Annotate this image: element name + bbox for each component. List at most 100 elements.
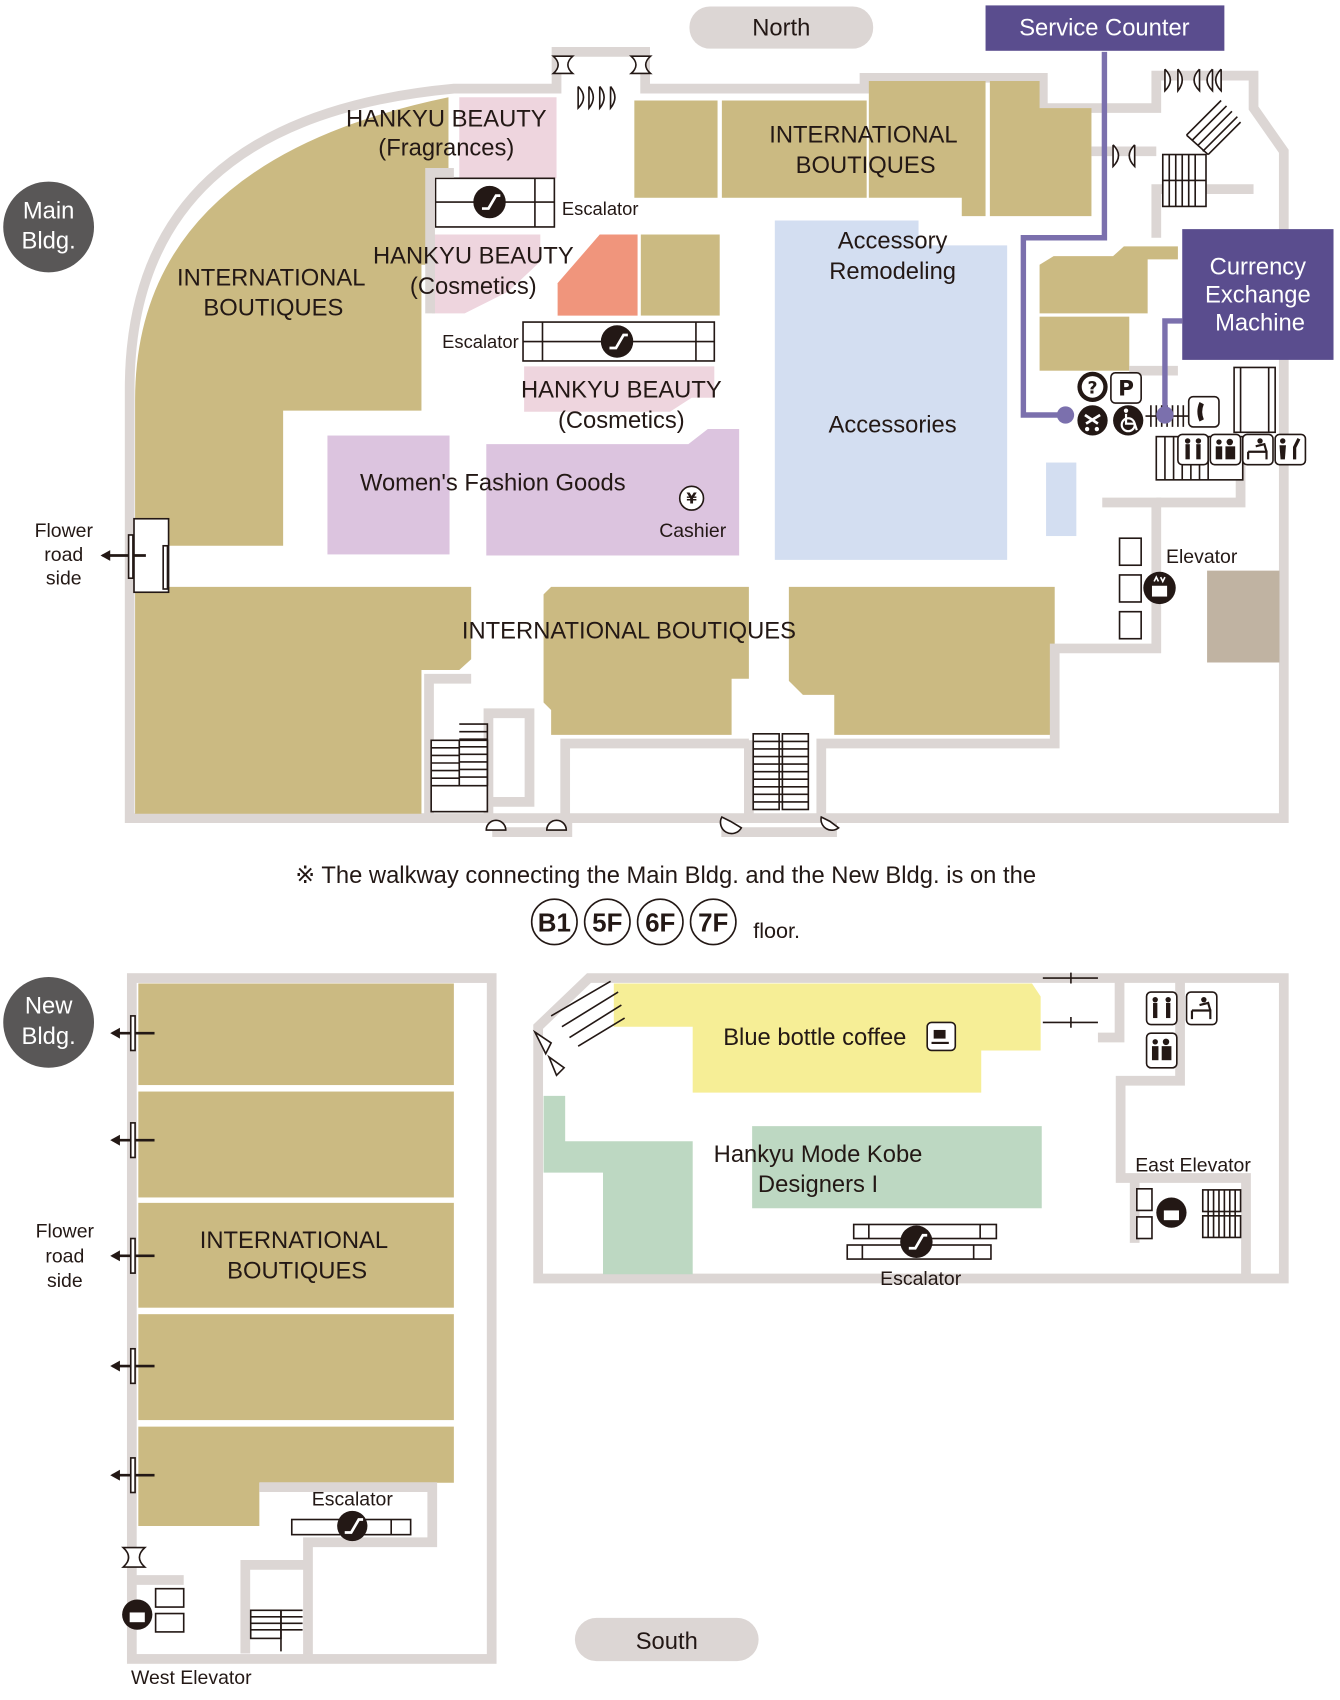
- wall: [424, 673, 472, 819]
- walkway-note-suffix: floor.: [753, 918, 800, 943]
- label-womens-fashion-goods: Women's Fashion Goods: [360, 470, 626, 497]
- store-hankyu-mode-kobe[interactable]: [752, 1126, 1042, 1209]
- wall: [1115, 978, 1251, 1279]
- label-flower-road-main-2: road: [44, 544, 83, 566]
- store-intl-boutiques-north-2[interactable]: [721, 100, 867, 198]
- west-elevator[interactable]: [122, 1587, 185, 1633]
- store-intl-boutiques-new-5[interactable]: [138, 1426, 454, 1527]
- label-new-bldg-1: New: [25, 993, 73, 1020]
- store-intl-boutiques-north-1[interactable]: [634, 100, 718, 198]
- currency-exchange-leader-line: [1162, 318, 1183, 416]
- store-intl-boutiques-southwest[interactable]: [135, 586, 472, 814]
- svg-text:7F: 7F: [698, 910, 728, 938]
- door-new-west[interactable]: [121, 1546, 147, 1568]
- store-boutique-small[interactable]: [640, 234, 720, 316]
- east-elevator[interactable]: [1136, 1188, 1242, 1240]
- escalator-north[interactable]: [434, 177, 556, 228]
- label-intl-boutiques-north: INTERNATIONAL: [769, 122, 957, 149]
- store-intl-boutiques-new-4[interactable]: [138, 1314, 454, 1421]
- store-boutique-ne-2[interactable]: [1039, 316, 1130, 371]
- wheelchair-icon: [1113, 405, 1144, 436]
- floor-badge-7f: 7F: [689, 898, 737, 946]
- label-hankyu-beauty-cosmetics-2: HANKYU BEAUTY: [521, 377, 722, 404]
- store-blue-bottle-coffee[interactable]: [613, 983, 1041, 1093]
- south-doors[interactable]: [485, 815, 840, 835]
- label-escalator-central: Escalator: [442, 331, 519, 352]
- stairs-new-west: [249, 1609, 303, 1652]
- stroller-icon: [1077, 405, 1108, 436]
- west-exit-main[interactable]: [100, 517, 170, 594]
- new-building-east: Blue bottle coffee Hankyu Mode Kobe Desi…: [532, 972, 1289, 1290]
- store-accessories[interactable]: [774, 220, 1008, 560]
- store-womens-fashion-goods-west[interactable]: [327, 435, 450, 555]
- store-intl-boutiques-southeast[interactable]: [788, 586, 1055, 735]
- baby-changing-icon: [1241, 433, 1274, 466]
- escalator-new-east[interactable]: [846, 1223, 998, 1260]
- label-hankyu-mode-kobe: Hankyu Mode Kobe: [714, 1141, 923, 1168]
- store-womens-fashion-goods[interactable]: [486, 429, 740, 556]
- north-doors-new-east[interactable]: [1042, 972, 1098, 1028]
- store-intl-boutiques-north-3[interactable]: [868, 81, 986, 217]
- service-counter-leader-line: [1020, 51, 1108, 418]
- south-indicator: South: [574, 1617, 759, 1662]
- label-accessory-remodeling-sub: Remodeling: [829, 258, 956, 285]
- wall: [483, 708, 535, 819]
- svg-text:6F: 6F: [645, 910, 675, 938]
- store-intl-boutiques-south-center[interactable]: [543, 586, 749, 735]
- service-counter-location-dot: [1056, 406, 1075, 424]
- store-boutique-ne-1[interactable]: [1039, 246, 1178, 314]
- telephone-icon: [1187, 395, 1220, 428]
- service-counter-callout[interactable]: Service Counter: [985, 5, 1225, 51]
- walkway-note-text: ※ The walkway connecting the Main Bldg. …: [295, 862, 1036, 889]
- label-elevator: Elevator: [1166, 546, 1238, 568]
- currency-exchange-location-dot: [1156, 406, 1174, 424]
- store-accessories-small[interactable]: [1046, 462, 1077, 537]
- store-green-west[interactable]: [543, 1095, 693, 1275]
- label-new-bldg-2: Bldg.: [22, 1023, 76, 1050]
- label-escalator-new-east: Escalator: [880, 1268, 962, 1290]
- store-intl-boutiques-new-2[interactable]: [138, 1091, 454, 1198]
- west-exits-new[interactable]: [110, 1015, 155, 1494]
- svg-text:B1: B1: [538, 910, 571, 938]
- label-blue-bottle-coffee: Blue bottle coffee: [723, 1024, 906, 1051]
- north-doors[interactable]: [551, 55, 1222, 169]
- escalator-icon: [900, 1225, 933, 1258]
- store-taupe-block[interactable]: [1207, 570, 1280, 663]
- store-hankyu-beauty-cosmetics-2[interactable]: [524, 366, 715, 412]
- stairs-south-center: [752, 733, 810, 811]
- floor-badge-5f: 5F: [583, 898, 631, 946]
- store-hankyu-beauty-cosmetics-1[interactable]: [432, 234, 541, 314]
- label-accessory-remodeling: Accessory: [838, 228, 948, 255]
- escalator-icon: [337, 1510, 368, 1542]
- elevator-main[interactable]: [1118, 537, 1176, 640]
- stairs-southwest: [430, 723, 489, 813]
- store-intl-boutiques-west[interactable]: [135, 97, 449, 546]
- label-intl-boutiques-new: INTERNATIONAL: [200, 1227, 388, 1254]
- floor-badge-b1: B1: [530, 898, 578, 946]
- northwest-doors-new-east[interactable]: [532, 980, 626, 1077]
- store-intl-boutiques-new-1[interactable]: [138, 983, 454, 1086]
- currency-exchange-callout[interactable]: Currency Exchange Machine: [1182, 229, 1334, 360]
- escalator-icon: [473, 185, 506, 219]
- escalator-icon: [600, 325, 634, 358]
- label-hankyu-beauty-cosmetics-2-sub: (Cosmetics): [558, 407, 685, 434]
- store-salmon-block[interactable]: [557, 234, 638, 316]
- label-intl-boutiques-south: INTERNATIONAL BOUTIQUES: [462, 618, 796, 645]
- floor-badge-6f: 6F: [636, 898, 684, 946]
- store-hankyu-beauty-fragrances[interactable]: [459, 97, 557, 179]
- wall: [1151, 184, 1254, 238]
- main-building-labels: HANKYU BEAUTY (Fragrances) Escalator HAN…: [35, 105, 1238, 644]
- coffee-cup-icon: [926, 1021, 957, 1052]
- escalator-central[interactable]: [522, 321, 716, 362]
- restroom-icon: [1177, 433, 1209, 466]
- label-flower-road-new-2: road: [45, 1245, 84, 1267]
- cashier-icon: ¥: [678, 485, 705, 511]
- label-currency-1: Currency: [1210, 254, 1307, 281]
- new-building-badge: New Bldg.: [3, 976, 95, 1068]
- family-restroom-icon: [1145, 1032, 1178, 1069]
- store-intl-boutiques-north-4[interactable]: [989, 81, 1092, 217]
- store-intl-boutiques-new-3[interactable]: [138, 1202, 454, 1308]
- label-currency-2: Exchange: [1205, 282, 1311, 309]
- escalator-new-west[interactable]: [290, 1510, 412, 1542]
